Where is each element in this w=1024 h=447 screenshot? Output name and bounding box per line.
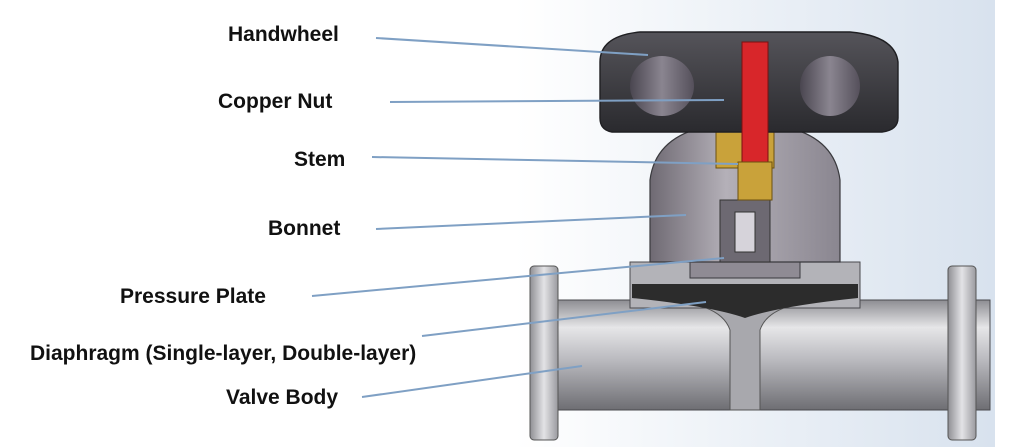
leader-pressure-plate: [311, 257, 725, 297]
leader-valve-body: [361, 365, 583, 398]
leader-handwheel: [375, 37, 649, 56]
left-flange: [529, 265, 559, 441]
leader-stem: [371, 156, 739, 165]
right-flange: [947, 265, 977, 441]
diaphragm: [632, 284, 858, 318]
label-valve-body: Valve Body: [226, 386, 339, 409]
label-copper-nut: Copper Nut: [218, 90, 333, 113]
label-diaphragm: Diaphragm (Single-layer, Double-layer): [30, 342, 417, 365]
handwheel-grip-right: [800, 56, 860, 116]
label-bonnet: Bonnet: [268, 217, 341, 240]
stem-coupling: [737, 161, 773, 201]
leader-copper-nut: [389, 99, 725, 103]
label-handwheel: Handwheel: [228, 23, 339, 46]
label-pressure-plate: Pressure Plate: [120, 285, 266, 308]
leader-bonnet: [375, 214, 687, 230]
stem: [741, 41, 769, 163]
leader-lines: [311, 37, 739, 398]
handwheel-grip-left: [630, 56, 694, 116]
leader-diaphragm: [421, 301, 707, 337]
label-stem: Stem: [294, 148, 346, 171]
